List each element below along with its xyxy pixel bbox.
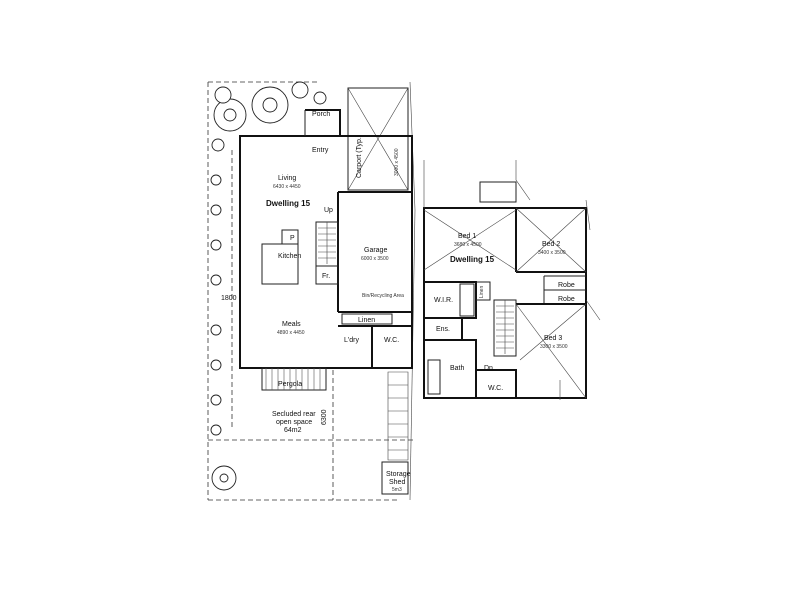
meals-dim: 4890 x 4450 [277,330,305,336]
living-label: Living [278,175,296,182]
wir-label: W.I.R. [434,297,453,304]
stair-up-label: Up [324,207,333,214]
bed1-dim: 3680 x 4500 [454,242,482,248]
pergola [261,367,327,391]
open-space-line1: Secluded rear [272,411,316,418]
garage-label: Garage [364,247,387,254]
stair-icon [496,300,514,354]
bed1-label: Bed 1 [458,233,476,240]
meals-label: Meals [282,321,301,328]
storage-shed [381,461,409,495]
wc-label-first: W.C. [488,385,503,392]
site-boundary [207,81,416,501]
side-setback-label: 1800 [221,295,237,302]
bath-label: Bath [450,365,465,372]
living-dim: 6430 x 4450 [273,184,301,190]
bed2-dim: 3400 x 3500 [538,250,566,256]
storage-dim: 5m3 [392,487,402,493]
dwelling-label-first: Dwelling 15 [450,255,495,264]
fridge-label: Fr. [322,273,330,280]
entry-label: Entry [312,147,329,154]
paving [387,371,409,461]
carport [347,87,409,191]
porch-label: Porch [312,111,330,118]
pergola-label: Pergola [278,381,302,388]
tree-icon [210,174,237,491]
bin-area-label: Bin/Recycling Area [362,293,404,299]
tree-icon [211,81,327,152]
rear-setback-label: 6300 [321,409,328,425]
dwelling-label-ground: Dwelling 15 [266,199,311,208]
kitchen-label: Kitchen [278,253,301,260]
linen-label-first: Linen [479,286,485,298]
carport-label: Carport (Typ.) [356,135,363,178]
storage-label-line1: Storage [386,471,411,478]
bed2-label: Bed 2 [542,241,560,248]
first-floor-walls [423,160,601,400]
robe-label-2: Robe [558,296,575,303]
open-space-line2: open space [276,419,312,426]
bed3-label: Bed 3 [544,335,562,342]
garage-dim: 6000 x 3500 [361,256,389,262]
open-space-line3: 64m2 [284,427,302,434]
carport-dim: 3000 x 4500 [394,148,400,176]
stair-icon [318,222,336,264]
storage-label-line2: Shed [389,479,405,486]
ensuite-label: Ens. [436,326,450,333]
pantry-label: P [290,235,295,242]
robe-label-1: Robe [558,282,575,289]
laundry-label: L'dry [344,337,359,344]
stair-down-label: Dn [484,365,493,372]
bed3-dim: 3300 x 3500 [540,344,568,350]
wc-label-ground: W.C. [384,337,399,344]
linen-label-ground: Linen [358,317,375,324]
